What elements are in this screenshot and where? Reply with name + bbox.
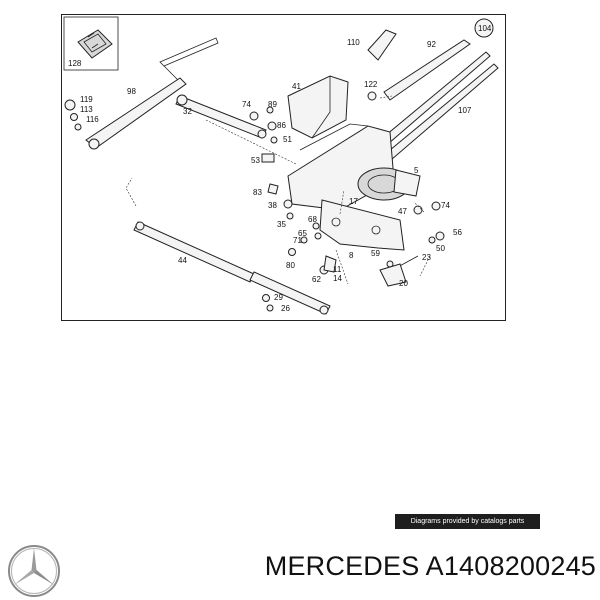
wiper-motor-part bbox=[287, 123, 421, 211]
linkage-rod-lower-part bbox=[133, 221, 331, 315]
callout-62: 62 bbox=[312, 275, 321, 284]
callout-38: 38 bbox=[268, 201, 277, 210]
callout-32: 32 bbox=[183, 107, 192, 116]
callout-71: 71 bbox=[293, 236, 302, 245]
callout-68: 68 bbox=[308, 215, 317, 224]
motor-bracket-part bbox=[319, 199, 405, 251]
callout-116: 116 bbox=[86, 115, 99, 124]
cap-cover-part bbox=[367, 29, 397, 61]
callout-51: 51 bbox=[283, 135, 292, 144]
callout-41: 41 bbox=[292, 82, 301, 91]
part-title: MERCEDES A1408200245 bbox=[200, 551, 596, 582]
callout-107: 107 bbox=[458, 106, 472, 115]
callout-14: 14 bbox=[333, 274, 342, 283]
callout-119: 119 bbox=[80, 95, 93, 104]
callout-113: 113 bbox=[80, 105, 93, 114]
callout-74: 74 bbox=[242, 100, 251, 109]
brand-name: MERCEDES bbox=[264, 551, 420, 581]
callout-98: 98 bbox=[127, 87, 136, 96]
callout-44: 44 bbox=[178, 256, 187, 265]
linkage-rod-upper-part bbox=[175, 94, 267, 139]
callout-50: 50 bbox=[436, 244, 445, 253]
callout-8: 8 bbox=[349, 251, 354, 260]
callout-23: 23 bbox=[422, 253, 431, 262]
callout-5: 5 bbox=[414, 166, 419, 175]
diagram-credit-badge: Diagrams provided by catalogs parts bbox=[395, 514, 540, 529]
callout-128: 128 bbox=[68, 59, 82, 68]
wiper-arm-left-part bbox=[85, 37, 219, 150]
callout-53: 53 bbox=[251, 156, 260, 165]
small-fasteners-right bbox=[379, 201, 445, 287]
callout-110: 110 bbox=[347, 38, 360, 47]
callout-65: 65 bbox=[298, 229, 307, 238]
wiper-blade-part bbox=[367, 18, 499, 167]
small-fasteners-center bbox=[249, 106, 278, 144]
callout-11: 11 bbox=[333, 265, 342, 274]
callout-56: 56 bbox=[453, 228, 462, 237]
callout-80: 80 bbox=[286, 261, 295, 270]
callout-47: 47 bbox=[398, 207, 407, 216]
part-number: A1408200245 bbox=[425, 551, 596, 581]
callout-17: 17 bbox=[349, 197, 358, 206]
callout-20: 20 bbox=[399, 279, 408, 288]
callout-59: 59 bbox=[371, 249, 380, 258]
motor-cover-part bbox=[287, 75, 349, 139]
small-fasteners-bracket bbox=[288, 222, 337, 275]
bolt-part bbox=[367, 91, 377, 101]
callout-26: 26 bbox=[281, 304, 290, 313]
callout-83: 83 bbox=[253, 188, 262, 197]
small-fasteners-lower bbox=[261, 153, 294, 220]
callout-104: 104 bbox=[478, 24, 492, 33]
callout-29: 29 bbox=[274, 293, 283, 302]
callout-86: 86 bbox=[277, 121, 286, 130]
wiper-motor-connector-part bbox=[77, 29, 113, 59]
callout-74-right: 74 bbox=[441, 201, 450, 210]
callout-35: 35 bbox=[277, 220, 286, 229]
callout-89: 89 bbox=[268, 100, 277, 109]
mercedes-star-icon bbox=[8, 545, 60, 597]
leader-lines bbox=[125, 95, 431, 285]
small-fasteners-left bbox=[64, 99, 82, 131]
callout-122: 122 bbox=[364, 80, 378, 89]
callout-labels: 128 98 119 113 116 32 74 89 86 51 41 110… bbox=[68, 24, 492, 313]
callout-92: 92 bbox=[427, 40, 436, 49]
